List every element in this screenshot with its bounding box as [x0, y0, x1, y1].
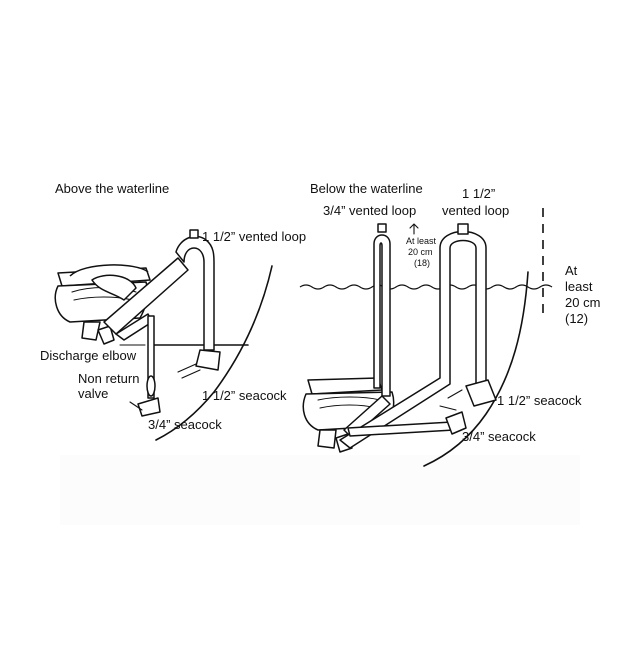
- right-hull-line: [423, 271, 529, 467]
- left-inlet-pipe: [115, 313, 161, 417]
- at-least-large-2: least: [565, 279, 593, 294]
- left-seacock-large-handle: [177, 363, 197, 373]
- at-least-small-3: (18): [414, 258, 430, 268]
- right-title: Below the waterline: [310, 181, 423, 196]
- right-panel: Below the waterline 3/4” vented loop 1 1…: [299, 181, 600, 467]
- right-vented-loop-small-label: 3/4” vented loop: [323, 203, 416, 218]
- watermark: [60, 455, 580, 525]
- left-title: Above the waterline: [55, 181, 169, 196]
- at-least-small-2: 20 cm: [408, 247, 433, 257]
- left-discharge-pipe: [103, 229, 221, 371]
- right-seacock-large-label: 1 1/2” seacock: [497, 393, 582, 408]
- small-arrow-icon: [409, 223, 419, 235]
- right-vented-loop-large-label-2: vented loop: [442, 203, 509, 218]
- left-seacock-large-label: 1 1/2” seacock: [202, 388, 287, 403]
- left-panel: Above the waterline: [40, 181, 306, 441]
- right-waterline-wave: [299, 284, 553, 290]
- at-least-large-1: At: [565, 263, 578, 278]
- at-least-small-1: At least: [406, 236, 437, 246]
- right-vented-loop-large-label-1: 1 1/2”: [462, 186, 495, 201]
- non-return-valve-icon: [146, 375, 156, 397]
- non-return-label-1: Non return: [78, 371, 139, 386]
- left-hull-line: [155, 265, 273, 441]
- right-seacocks: [347, 379, 497, 437]
- discharge-elbow-label: Discharge elbow: [40, 348, 137, 363]
- left-vented-loop-label: 1 1/2” vented loop: [202, 229, 306, 244]
- at-least-large-4: (12): [565, 311, 588, 326]
- non-return-label-2: valve: [78, 386, 108, 401]
- at-least-large-3: 20 cm: [565, 295, 600, 310]
- right-seacock-small-label: 3/4” seacock: [462, 429, 536, 444]
- left-seacock-small-label: 3/4” seacock: [148, 417, 222, 432]
